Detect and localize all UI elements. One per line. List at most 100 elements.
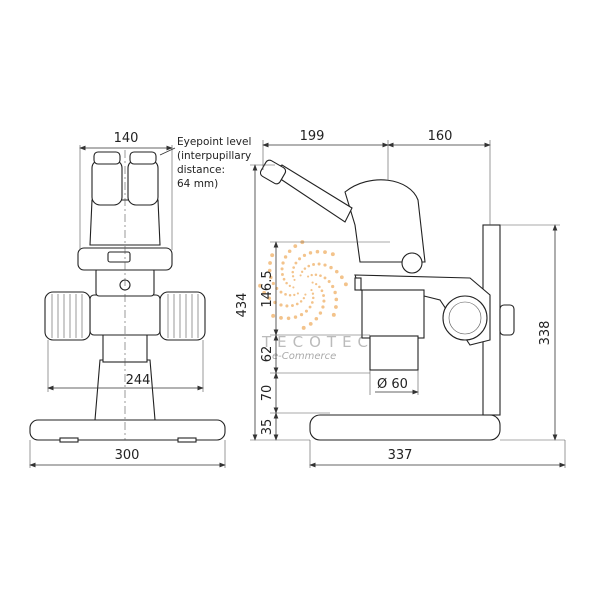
watermark-dot: [296, 292, 299, 295]
watermark-dot: [285, 281, 288, 285]
side-view-microscope: [259, 159, 515, 441]
watermark-dot: [314, 316, 319, 321]
watermark-dot: [279, 290, 283, 294]
watermark-dot: [301, 325, 306, 330]
dim-146-5: 146.5: [260, 270, 275, 307]
dim-300: 300: [115, 448, 140, 463]
watermark-dot: [304, 309, 308, 313]
watermark-dot: [333, 290, 337, 295]
watermark-dot: [319, 274, 322, 278]
eyepoint-note-4: 64 mm): [177, 178, 218, 190]
watermark-dot: [329, 265, 333, 270]
dim-199: 199: [300, 129, 325, 144]
watermark-dot: [327, 280, 331, 284]
watermark-dot: [282, 277, 286, 281]
watermark-dot: [288, 294, 292, 297]
watermark-dot: [315, 282, 318, 286]
watermark-dot: [330, 252, 335, 257]
dim-70: 70: [260, 385, 275, 402]
watermark-dot: [339, 275, 344, 280]
watermark-dot: [312, 296, 315, 300]
watermark-dot: [334, 297, 339, 302]
watermark-dot: [318, 311, 323, 315]
watermark-dot: [320, 289, 324, 293]
watermark-dot: [322, 294, 325, 297]
watermark-dot: [310, 273, 313, 277]
watermark-dot: [258, 283, 263, 288]
watermark-dot: [299, 313, 304, 317]
watermark-dot: [310, 301, 314, 304]
watermark-brand: TECOTEC: [261, 333, 374, 351]
watermark-dot: [343, 282, 348, 287]
watermark-dot: [317, 262, 321, 266]
watermark-dot: [302, 253, 307, 257]
watermark-dot: [303, 267, 307, 270]
watermark-dot: [280, 267, 284, 271]
watermark-dot: [321, 305, 325, 309]
watermark-dot: [281, 261, 285, 265]
watermark-dot: [291, 270, 294, 274]
side-view-dimensions: [250, 140, 566, 468]
watermark-dot: [267, 296, 272, 301]
eyepoint-note-3: distance:: [177, 164, 225, 176]
watermark-dot: [268, 261, 272, 265]
dim-338: 338: [538, 321, 553, 346]
watermark-dot: [262, 290, 267, 295]
watermark-dot: [312, 263, 315, 266]
watermark-dot: [323, 263, 327, 267]
watermark-dot: [311, 281, 314, 284]
watermark-dot: [334, 269, 339, 274]
eyepoint-note-1: Eyepoint level: [177, 136, 251, 148]
dim-244: 244: [126, 373, 151, 388]
dim-objective-diameter: Ø 60: [377, 377, 408, 392]
watermark-dot: [314, 273, 318, 276]
watermark-dot: [302, 297, 306, 300]
watermark-dot: [334, 305, 338, 309]
watermark-dot: [269, 275, 273, 280]
watermark-dot: [267, 268, 272, 273]
watermark-dot: [293, 244, 298, 249]
dim-140: 140: [114, 131, 139, 146]
watermark-dot: [293, 278, 296, 281]
watermark-dot: [292, 286, 295, 289]
watermark-dot: [331, 312, 336, 317]
dim-337: 337: [388, 448, 413, 463]
watermark-dot: [286, 316, 291, 321]
watermark-dot: [331, 284, 335, 289]
eyepoint-note-2: (interpupillary: [177, 150, 251, 162]
watermark-dot: [299, 300, 303, 303]
watermark-dot: [279, 316, 283, 320]
dim-35: 35: [260, 419, 275, 436]
watermark-logo: [258, 240, 348, 330]
watermark-dot: [295, 302, 299, 306]
dim-62: 62: [260, 346, 275, 363]
watermark-dot: [322, 299, 326, 303]
front-view-dimensions: [29, 145, 226, 468]
front-view-microscope: [29, 150, 226, 443]
watermark-dot: [304, 293, 307, 296]
watermark-dot: [300, 270, 304, 273]
watermark-sub: e-Commerce: [272, 351, 336, 362]
watermark-dot: [318, 285, 321, 289]
watermark-dot: [287, 249, 292, 254]
watermark-dot: [288, 284, 291, 288]
dim-160: 160: [428, 129, 453, 144]
watermark-dot: [308, 305, 312, 309]
watermark-dot: [270, 253, 275, 258]
watermark-dot: [291, 275, 295, 278]
watermark-dot: [323, 250, 327, 254]
watermark-dot: [284, 292, 287, 296]
watermark-dot: [292, 266, 296, 269]
watermark-dot: [283, 255, 288, 259]
watermark-dot: [311, 292, 315, 295]
dim-434: 434: [235, 293, 250, 318]
watermark-dot: [298, 257, 302, 261]
watermark-dot: [293, 293, 296, 297]
watermark-dot: [279, 303, 283, 307]
watermark-dot: [315, 249, 320, 254]
watermark-dot: [293, 315, 298, 319]
watermark-dot: [310, 289, 313, 292]
watermark-dot: [285, 304, 289, 308]
